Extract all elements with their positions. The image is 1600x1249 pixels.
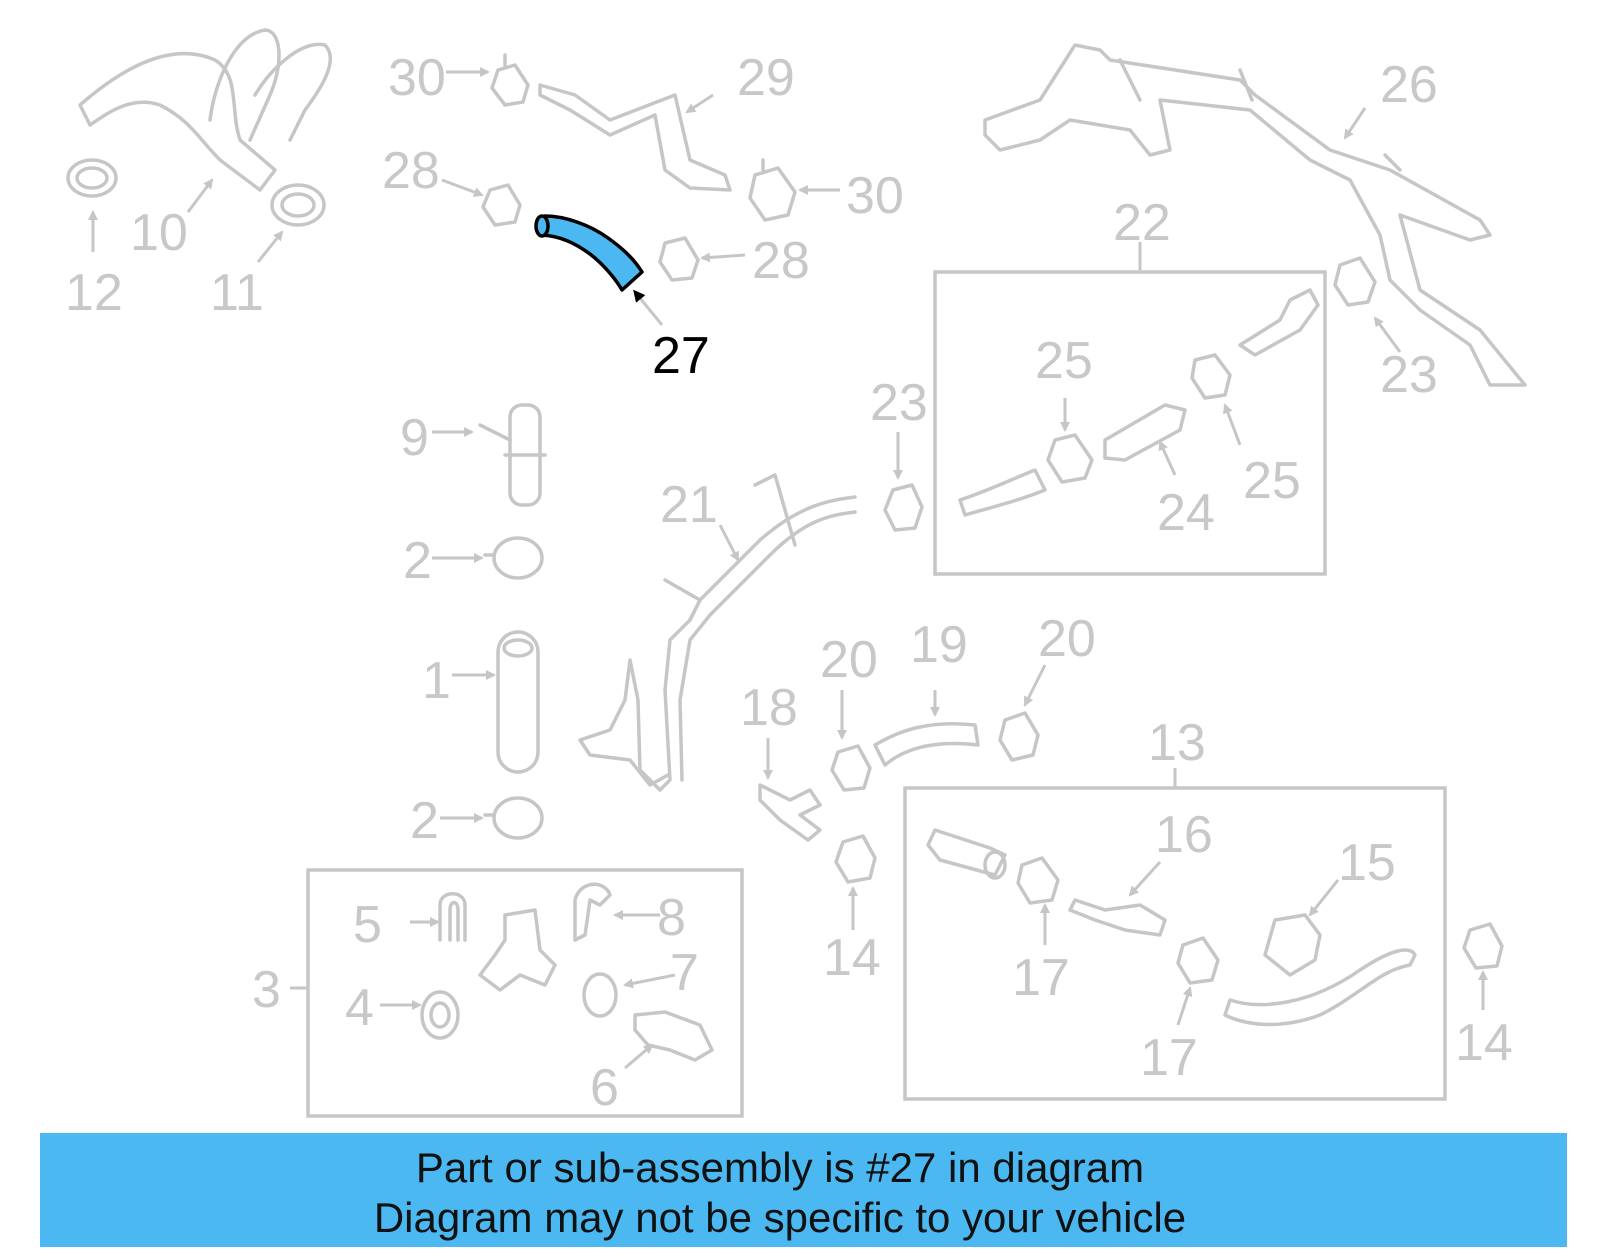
callout-8: 8 — [657, 889, 686, 947]
caption-line-1: Part or sub-assembly is #27 in diagram — [415, 1144, 1145, 1191]
callout-7: 7 — [670, 944, 699, 1002]
callout-25-upper: 25 — [1035, 332, 1093, 390]
callout-28-lower: 28 — [752, 232, 810, 290]
part-21-pipe[interactable] — [578, 473, 857, 792]
part-10-hose[interactable] — [78, 28, 332, 192]
callout-21: 21 — [660, 476, 718, 534]
callout-30-lower: 30 — [846, 167, 904, 225]
callout-12: 12 — [65, 264, 123, 322]
caption-line-2: Diagram may not be specific to your vehi… — [373, 1194, 1187, 1241]
callout-30-upper: 30 — [388, 49, 446, 107]
callout-11: 11 — [210, 264, 264, 322]
callout-10: 10 — [130, 204, 188, 262]
callout-26: 26 — [1380, 56, 1438, 114]
part-30-clamp-upper[interactable] — [490, 53, 530, 107]
callout-19: 19 — [910, 616, 968, 674]
callout-2-upper: 2 — [403, 532, 432, 590]
callout-18: 18 — [740, 679, 798, 737]
callout-25-lower: 25 — [1243, 452, 1301, 510]
callout-5: 5 — [353, 896, 382, 954]
part-13-hoses[interactable] — [926, 828, 1417, 1027]
part-19-hose[interactable] — [873, 721, 980, 767]
part-18-fitting[interactable] — [758, 783, 822, 842]
part-12-clamp[interactable] — [66, 158, 118, 198]
callout-14-middle: 14 — [823, 929, 881, 987]
assembly-box-3 — [306, 868, 744, 1118]
part-2-clamp-lower[interactable] — [483, 796, 544, 840]
callout-15: 15 — [1338, 834, 1396, 892]
callout-3: 3 — [252, 961, 281, 1019]
callout-13: 13 — [1148, 714, 1206, 772]
part-14-clamp-middle[interactable] — [834, 834, 877, 884]
callout-28-upper: 28 — [382, 142, 440, 200]
callout-17-right: 17 — [1140, 1029, 1198, 1087]
callout-1: 1 — [422, 652, 451, 710]
callout-29: 29 — [737, 49, 795, 107]
part-28-clamp-upper[interactable] — [481, 183, 522, 227]
part-2-clamp-upper[interactable] — [483, 536, 544, 580]
callout-14-right: 14 — [1455, 1014, 1513, 1072]
callout-24: 24 — [1157, 484, 1215, 542]
part-23-clamp-middle[interactable] — [883, 483, 924, 532]
callout-2-lower: 2 — [410, 792, 439, 850]
part-9-fitting[interactable] — [478, 403, 547, 507]
callout-6: 6 — [590, 1059, 619, 1117]
caption-banner: Part or sub-assembly is #27 in diagram D… — [40, 1133, 1567, 1247]
part-23-clamp-right[interactable] — [1333, 256, 1377, 307]
callout-23-middle: 23 — [870, 374, 928, 432]
callout-17-left: 17 — [1012, 949, 1070, 1007]
leader-arrows — [88, 67, 1488, 1070]
part-3-fittings[interactable] — [420, 882, 714, 1062]
part-14-clamp-right[interactable] — [1462, 922, 1504, 970]
part-22-hoses[interactable] — [958, 288, 1320, 517]
part-1-pipe[interactable] — [496, 630, 540, 774]
part-29-pipe[interactable] — [538, 83, 732, 192]
callout-27: 27 — [652, 327, 710, 385]
assembly-box-22 — [933, 270, 1327, 576]
callout-22: 22 — [1113, 194, 1171, 252]
callout-labels: 12 10 11 30 29 28 30 28 27 26 22 25 24 2… — [65, 49, 1513, 1117]
callout-9: 9 — [400, 409, 429, 467]
part-11-clamp[interactable] — [270, 183, 326, 227]
part-30-clamp-lower[interactable] — [748, 158, 797, 222]
part-26-bracket[interactable] — [983, 43, 1527, 387]
part-20-clamp-left[interactable] — [830, 744, 872, 792]
callout-4: 4 — [345, 979, 374, 1037]
part-20-clamp-right[interactable] — [998, 711, 1040, 762]
part-28-clamp-lower[interactable] — [658, 236, 700, 282]
callout-20-right: 20 — [1038, 610, 1096, 668]
callout-16: 16 — [1155, 806, 1213, 864]
callout-20-left: 20 — [820, 631, 878, 689]
part-27-hose-highlighted[interactable] — [534, 214, 644, 292]
callout-23-right: 23 — [1380, 346, 1438, 404]
